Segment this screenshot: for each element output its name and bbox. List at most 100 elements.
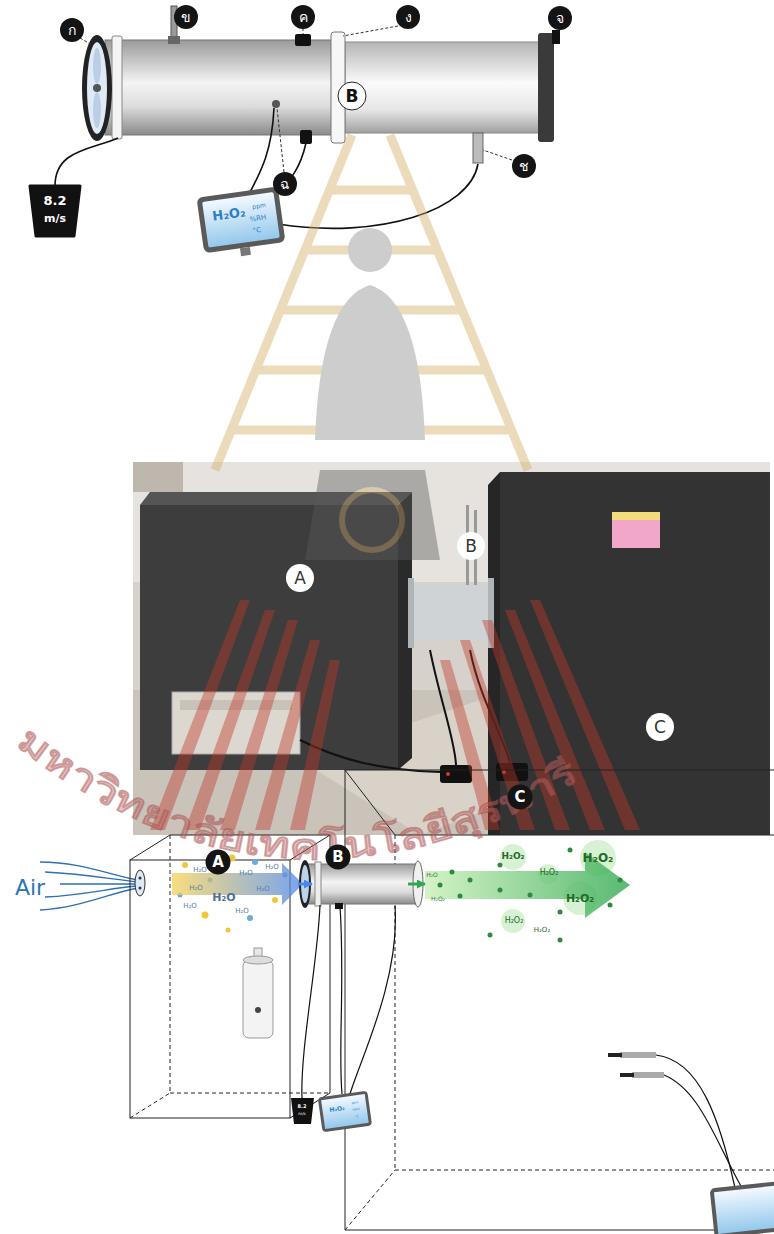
watermark-logo <box>329 186 413 195</box>
peroxide-dots <box>438 848 623 943</box>
peroxide-dots <box>568 848 573 853</box>
flow-connector <box>298 883 312 886</box>
duct-section <box>299 860 311 908</box>
peroxide-dots <box>468 878 473 883</box>
flow-arrow <box>425 852 630 918</box>
anemometer <box>30 186 80 236</box>
anemometer <box>291 1098 314 1124</box>
photo-label: A <box>286 564 314 592</box>
watermark-logo <box>290 660 340 830</box>
chamber-box: A <box>130 835 298 1118</box>
duct-device <box>345 42 540 133</box>
flow-arrow <box>172 863 303 905</box>
callout-letter: ก <box>60 18 84 42</box>
molecule-label: H₂O₂ <box>501 852 524 861</box>
sensor-cable <box>278 164 478 228</box>
peroxide-dots <box>488 933 493 938</box>
duct-device <box>93 84 101 92</box>
flow-arrow <box>172 863 303 905</box>
chamber-outline <box>170 835 171 1093</box>
display-tablet <box>710 1181 774 1234</box>
duct-device <box>82 6 560 163</box>
air-inlet <box>139 877 142 880</box>
lab-photo <box>133 462 770 835</box>
watermark-logo <box>440 660 500 830</box>
sensor-cable <box>340 906 342 1094</box>
chamber-outline <box>130 835 170 860</box>
duct-device <box>93 48 101 84</box>
display-tablet <box>240 247 251 256</box>
humidifier <box>243 948 273 1038</box>
watermark-logo <box>315 285 425 440</box>
callout-letter: ฉ <box>273 172 297 196</box>
chamber-outline <box>170 835 330 836</box>
molecule-label: H₂O₂ <box>566 893 594 904</box>
duct-device <box>538 33 554 142</box>
moisture-dots <box>202 912 209 919</box>
screen-label: °C <box>355 1115 359 1118</box>
air-inlet <box>135 870 145 896</box>
duct-device <box>93 92 101 128</box>
molecule-label: H₂O <box>256 886 270 893</box>
peroxide-dots <box>608 903 613 908</box>
peroxide-cloud <box>500 844 526 870</box>
duct-device <box>112 36 122 139</box>
callout-letter: จ <box>548 6 572 30</box>
air-inlet <box>139 887 142 890</box>
moisture-dots <box>226 928 231 933</box>
humidifier <box>243 956 273 964</box>
display-tablet <box>202 192 280 248</box>
sensor-cable <box>55 138 118 186</box>
chamber-outline <box>130 835 330 1118</box>
moisture-dots <box>252 859 258 865</box>
watermark-logo <box>342 490 402 550</box>
peroxide-dots <box>458 894 463 899</box>
peroxide-dots <box>438 883 443 888</box>
anemometer <box>291 1098 314 1124</box>
sensor-cable <box>248 108 274 196</box>
watermark-text: มหาวิทยาลัยเทคโนโลยีสุรนารี <box>10 719 584 868</box>
duct-device <box>168 36 180 44</box>
peroxide-dots <box>498 863 503 868</box>
lab-photo <box>612 518 660 548</box>
lab-photo <box>612 512 660 520</box>
unit-label: m/s <box>44 213 66 224</box>
lab-photo <box>408 585 493 640</box>
display-tablet <box>318 1091 372 1133</box>
watermark-logo <box>150 600 640 830</box>
watermark-logo <box>305 470 440 560</box>
lab-photo <box>408 578 414 648</box>
chamber-outline <box>345 770 346 1230</box>
chamber-outline <box>345 770 774 771</box>
callout-letter: B <box>338 82 367 111</box>
duct-section <box>301 865 309 903</box>
molecule-label: H₂O <box>183 903 197 910</box>
watermark-logo <box>150 135 640 830</box>
callout-letter: A <box>206 850 231 875</box>
peroxide-dots <box>450 870 455 875</box>
molecule-label: H₂O <box>193 867 207 874</box>
callout-letter: ช <box>512 154 536 178</box>
display-tablet <box>318 1091 372 1133</box>
sensor-probe <box>608 1052 664 1078</box>
peroxide-dots <box>498 888 503 893</box>
sensor-cable <box>350 906 395 1094</box>
humidifier <box>243 960 273 1038</box>
chamber-box: B <box>312 858 408 910</box>
duct-device <box>87 42 107 134</box>
molecule-label: H₂O <box>189 885 203 892</box>
flow-arrow <box>425 852 630 918</box>
air-inlet <box>135 870 145 896</box>
flow-label: Air <box>15 877 45 899</box>
meter-reading: 8.2 <box>43 194 66 207</box>
sensor-cable <box>272 143 306 200</box>
duct-device <box>272 100 280 108</box>
moisture-dots <box>247 915 253 921</box>
molecule-label: H₂O₂ <box>583 852 614 864</box>
molecule-label: H₂O₂ <box>534 927 550 934</box>
sensor-probe <box>632 1072 664 1078</box>
chamber-outline <box>290 835 330 860</box>
lab-photo <box>440 765 472 783</box>
sensor-cable <box>302 905 320 1098</box>
